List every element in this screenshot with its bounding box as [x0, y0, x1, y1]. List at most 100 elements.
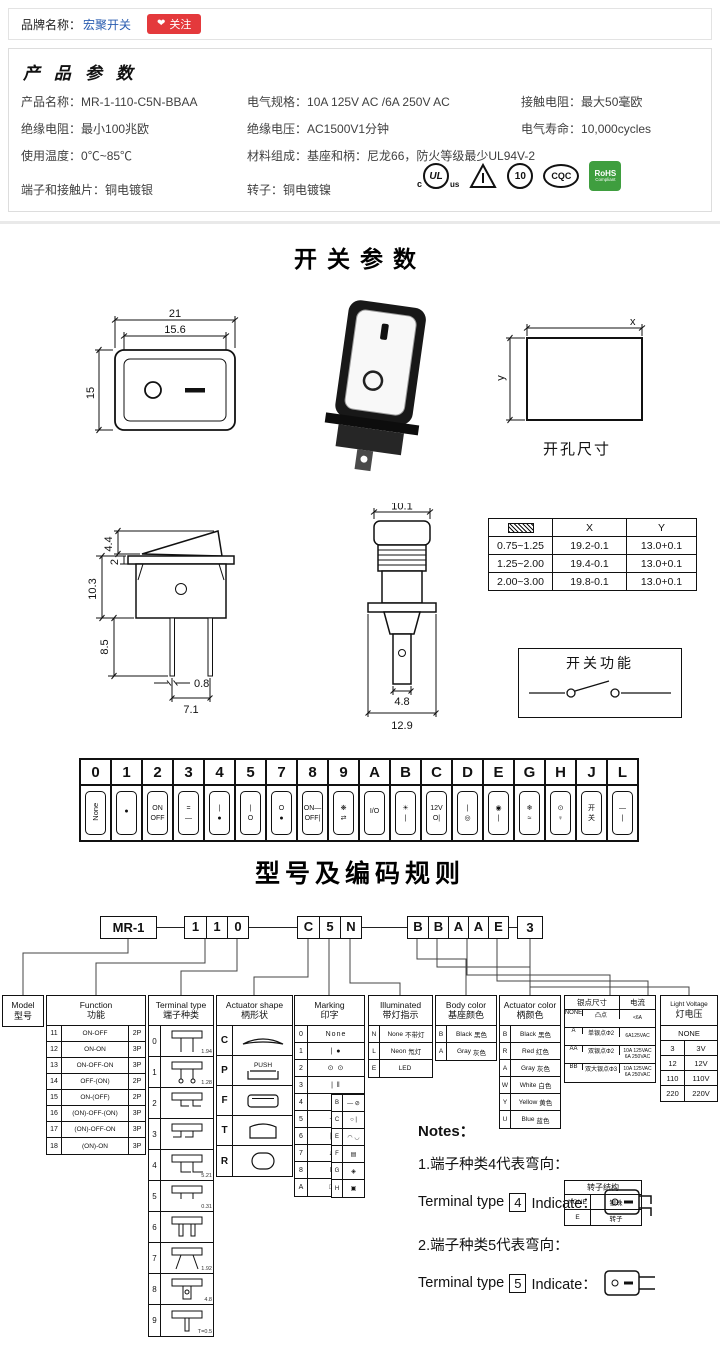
marking-row: 1 | ●	[295, 1043, 364, 1060]
marking-row: C ○ |	[332, 1112, 364, 1129]
rocker-icon: ON—OFF|	[302, 791, 323, 835]
dim-label: 21	[169, 308, 181, 320]
dim-label: 2	[109, 559, 121, 565]
rocker-icon: ⊙♀	[550, 791, 571, 835]
code-header-cell: 2	[141, 758, 174, 786]
rocker-icon: O●	[271, 791, 292, 835]
silver-point-row: A 单银点Φ2 6A125VAC	[565, 1028, 655, 1046]
cqc-icon: CQC	[543, 164, 580, 188]
follow-button[interactable]: ❤ 关注	[147, 14, 202, 34]
col-y: Y	[626, 518, 697, 537]
tall-rocker-icon	[233, 1116, 292, 1145]
marking-row: 2 ⊙ ⊙	[295, 1060, 364, 1077]
light-voltage-row: 3 3V	[661, 1041, 717, 1056]
terminal-pins-icon	[161, 1057, 213, 1087]
code-icon-cell: ❋⇄	[327, 784, 360, 842]
code-header-cell: D	[451, 758, 484, 786]
code-icon-cell: ⊙♀	[544, 784, 577, 842]
terminal-row: 3	[149, 1119, 213, 1150]
terminal-pins-icon	[161, 1305, 213, 1336]
function-row: 15 ON-(OFF) 2P	[47, 1090, 145, 1106]
heart-icon: ❤	[157, 18, 166, 29]
code-icon-cell: O●	[265, 784, 298, 842]
curved-rocker-icon	[233, 1026, 292, 1055]
marking-row: H ▣	[332, 1180, 364, 1197]
dim-label: 15.6	[164, 324, 185, 336]
dim-label: 0.8	[194, 678, 209, 690]
terminal-row: 0 1.94	[149, 1026, 213, 1057]
light-voltage-row: 110 110V	[661, 1071, 717, 1086]
front-view-drawing: 21 15.6 15	[85, 308, 239, 434]
section-divider	[0, 221, 720, 224]
code-header-cell: J	[575, 758, 608, 786]
code-header-cell: E	[482, 758, 515, 786]
light-voltage-row: 12 12V	[661, 1056, 717, 1071]
code-icon-cell: ●	[110, 784, 143, 842]
terminal-pins-icon	[161, 1150, 213, 1180]
push-button-icon: PUSH	[233, 1056, 292, 1085]
terminal-pins-icon	[161, 1243, 213, 1273]
code-header-cell: H	[544, 758, 577, 786]
brand-name-link[interactable]: 宏聚开关	[83, 17, 132, 32]
rotor-row: E 转子	[565, 1210, 641, 1225]
light-voltage-row: 220 220V	[661, 1086, 717, 1101]
param-terminal-plating: 端子和接触片：铜电镀银	[21, 183, 154, 197]
terminal-pins-icon	[161, 1274, 213, 1304]
code-box-voltage: 3	[517, 916, 543, 939]
code-header-cell: C	[420, 758, 453, 786]
terminal-row: 7 1.92	[149, 1243, 213, 1274]
dim-label: y	[495, 375, 507, 381]
param-insulation-resistance: 绝缘电阻：最小100兆欧	[21, 122, 150, 136]
switch-function-label: 开关功能	[566, 655, 634, 671]
note-indicate-2: Terminal type 5 Indicate：	[418, 1263, 718, 1303]
rocker-icon: |●	[209, 791, 230, 835]
code-icon-cell: None	[79, 784, 112, 842]
dim-label: 10.3	[87, 578, 99, 599]
code-icon-cell: ◉|	[482, 784, 515, 842]
code-header-cell: 5	[234, 758, 267, 786]
code-icon-cell: =—	[172, 784, 205, 842]
terminal-pins-icon	[161, 1026, 213, 1056]
marking-row: F ▤	[332, 1146, 364, 1163]
section-title-coding-rules: 型号及编码规则	[254, 860, 465, 888]
dim-label: 8.5	[99, 639, 111, 654]
code-header-cell: B	[389, 758, 422, 786]
rocker-icon: 开关	[581, 791, 602, 835]
dim-label: 10.1	[391, 503, 412, 513]
flat-rocker-icon	[233, 1086, 292, 1115]
code-icon-cell: ☀|	[389, 784, 422, 842]
dim-label: x	[630, 316, 636, 328]
marking-row: B — ⊘	[332, 1095, 364, 1112]
illuminated-row: E LED	[369, 1060, 432, 1077]
silver-point-row: BB 双大银点Φ3 10A 125VAC 6A 250VAC	[565, 1064, 655, 1082]
panel-thickness-icon	[507, 522, 534, 533]
marking-row: 0 None	[295, 1026, 364, 1043]
terminal-row: 8 4.8	[149, 1274, 213, 1305]
param-rotor-plating: 转子：铜电镀镍	[247, 183, 332, 197]
silver-point-row: NONE 凸点 <6A	[565, 1010, 655, 1028]
terminal-type-4-box: 4	[509, 1192, 527, 1212]
ul-icon: c UL us	[417, 163, 459, 189]
rocker-icon: ●	[116, 791, 137, 835]
param-material: 材料组成：基座和柄：尼龙66，防火等级最少UL94V-2	[247, 149, 536, 163]
brand-label: 品牌名称：	[21, 17, 82, 32]
code-icon-cell: —|	[606, 784, 639, 842]
